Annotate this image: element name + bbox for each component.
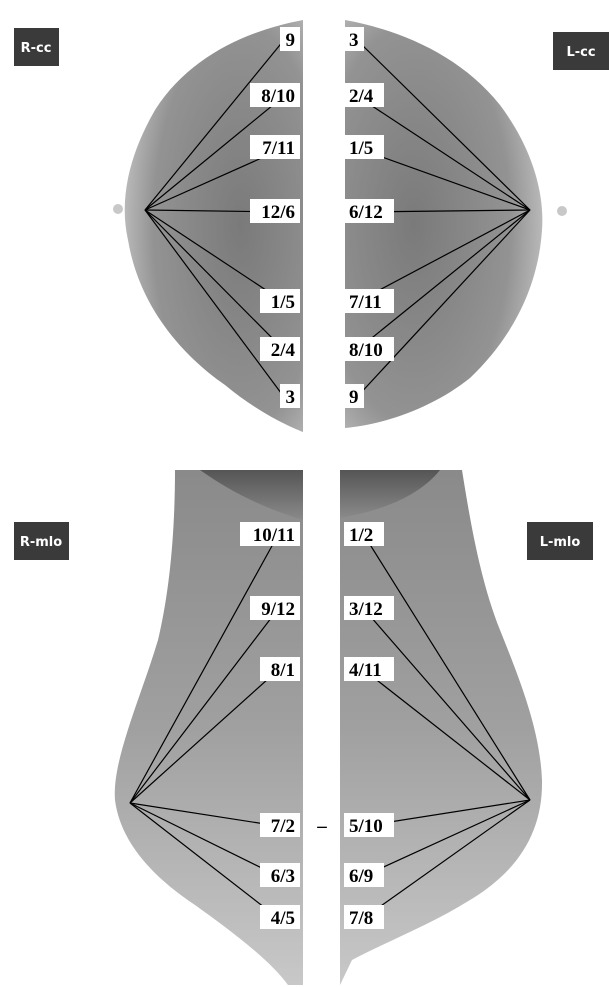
- view-tag-l-mlo-text: L-mlo: [540, 535, 581, 550]
- cc-left-label: 2/4: [349, 86, 374, 107]
- r-cc-breast: [125, 20, 303, 432]
- cc-left-label: 8/10: [349, 340, 383, 361]
- mlo-right-label: 10/11: [253, 525, 295, 546]
- mlo-right-label: 8/1: [271, 660, 295, 681]
- cc-left-label: 9: [349, 387, 359, 408]
- cc-left-label: 1/5: [349, 138, 373, 159]
- mlo-left-label: 3/12: [349, 599, 383, 620]
- mlo-left-label: 6/9: [349, 866, 373, 887]
- view-tag-r-cc-text: R-cc: [21, 41, 52, 56]
- mlo-right-label: 4/5: [271, 908, 295, 929]
- mlo-left-label: 1/2: [349, 525, 373, 546]
- mlo-right-label: 6/3: [271, 866, 295, 887]
- center-gap-mlo: [303, 468, 340, 987]
- l-cc-nipple: [557, 206, 567, 216]
- cc-left-label: 3: [349, 30, 359, 51]
- mlo-left-label: 5/10: [349, 816, 383, 837]
- cc-right-label: 2/4: [271, 340, 296, 361]
- cc-left-label: 7/11: [349, 292, 382, 313]
- cc-left-label: 6/12: [349, 202, 383, 223]
- mlo-left-label: 7/8: [349, 908, 373, 929]
- view-tag-l-cc: L-cc: [553, 32, 609, 70]
- view-tag-l-mlo: L-mlo: [527, 522, 593, 560]
- view-tag-l-cc-text: L-cc: [566, 45, 595, 60]
- center-gap-cc: [303, 18, 340, 436]
- cc-right-label: 9: [286, 30, 296, 51]
- cc-right-label: 8/10: [261, 86, 295, 107]
- cc-right-label: 7/11: [262, 138, 295, 159]
- view-tag-r-mlo-text: R-mlo: [20, 535, 62, 550]
- mlo-right-label: 9/12: [261, 599, 295, 620]
- cc-right-label: 1/5: [271, 292, 295, 313]
- cc-right-label: 3: [286, 387, 296, 408]
- r-cc-nipple: [113, 204, 123, 214]
- mlo-right-label: 7/2: [271, 816, 295, 837]
- mlo-joiner-dash: –: [316, 816, 327, 837]
- mlo-left-label: 4/11: [349, 660, 382, 681]
- cc-right-label: 12/6: [261, 202, 295, 223]
- view-tag-r-mlo: R-mlo: [14, 522, 69, 560]
- view-tag-r-cc: R-cc: [14, 28, 59, 66]
